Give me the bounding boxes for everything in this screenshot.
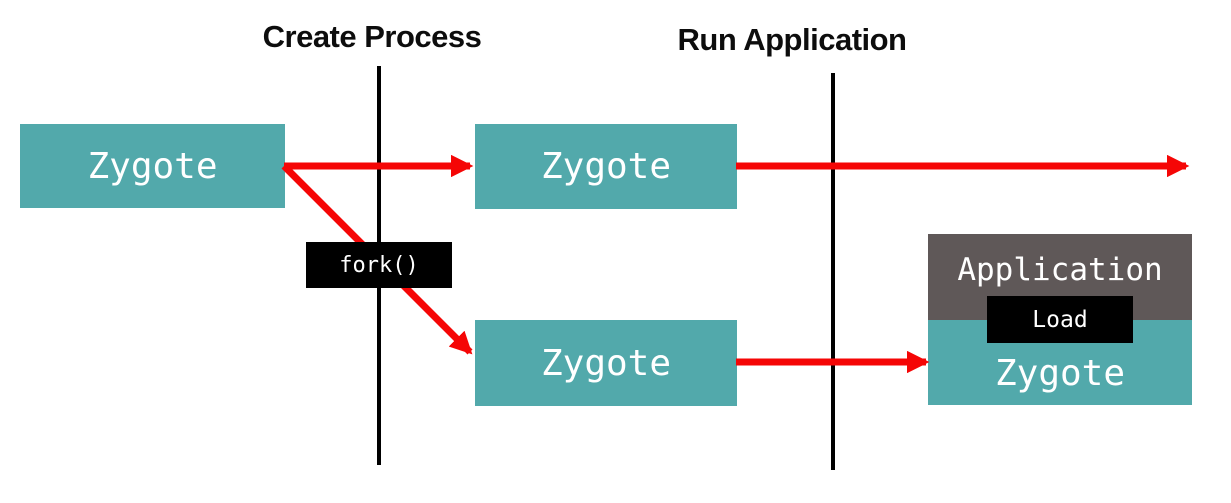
application-box-label: Application <box>957 252 1163 288</box>
zygote-box-forked-label: Zygote <box>540 342 672 384</box>
zygote-box-loaded: Zygote <box>928 320 1192 405</box>
phase-title-create-process: Create Process <box>262 19 482 54</box>
load-label: Load <box>987 296 1133 343</box>
load-label-text: Load <box>1032 306 1088 333</box>
zygote-box-initial: Zygote <box>20 124 285 208</box>
fork-label-text: fork() <box>339 252 419 278</box>
zygote-box-loaded-label: Zygote <box>994 353 1126 394</box>
phase-title-run-application: Run Application <box>677 22 908 57</box>
zygote-box-initial-label: Zygote <box>87 145 218 187</box>
zygote-box-created: Zygote <box>475 124 737 209</box>
fork-label: fork() <box>306 242 452 288</box>
zygote-box-created-label: Zygote <box>540 146 672 187</box>
zygote-box-forked: Zygote <box>475 320 737 406</box>
